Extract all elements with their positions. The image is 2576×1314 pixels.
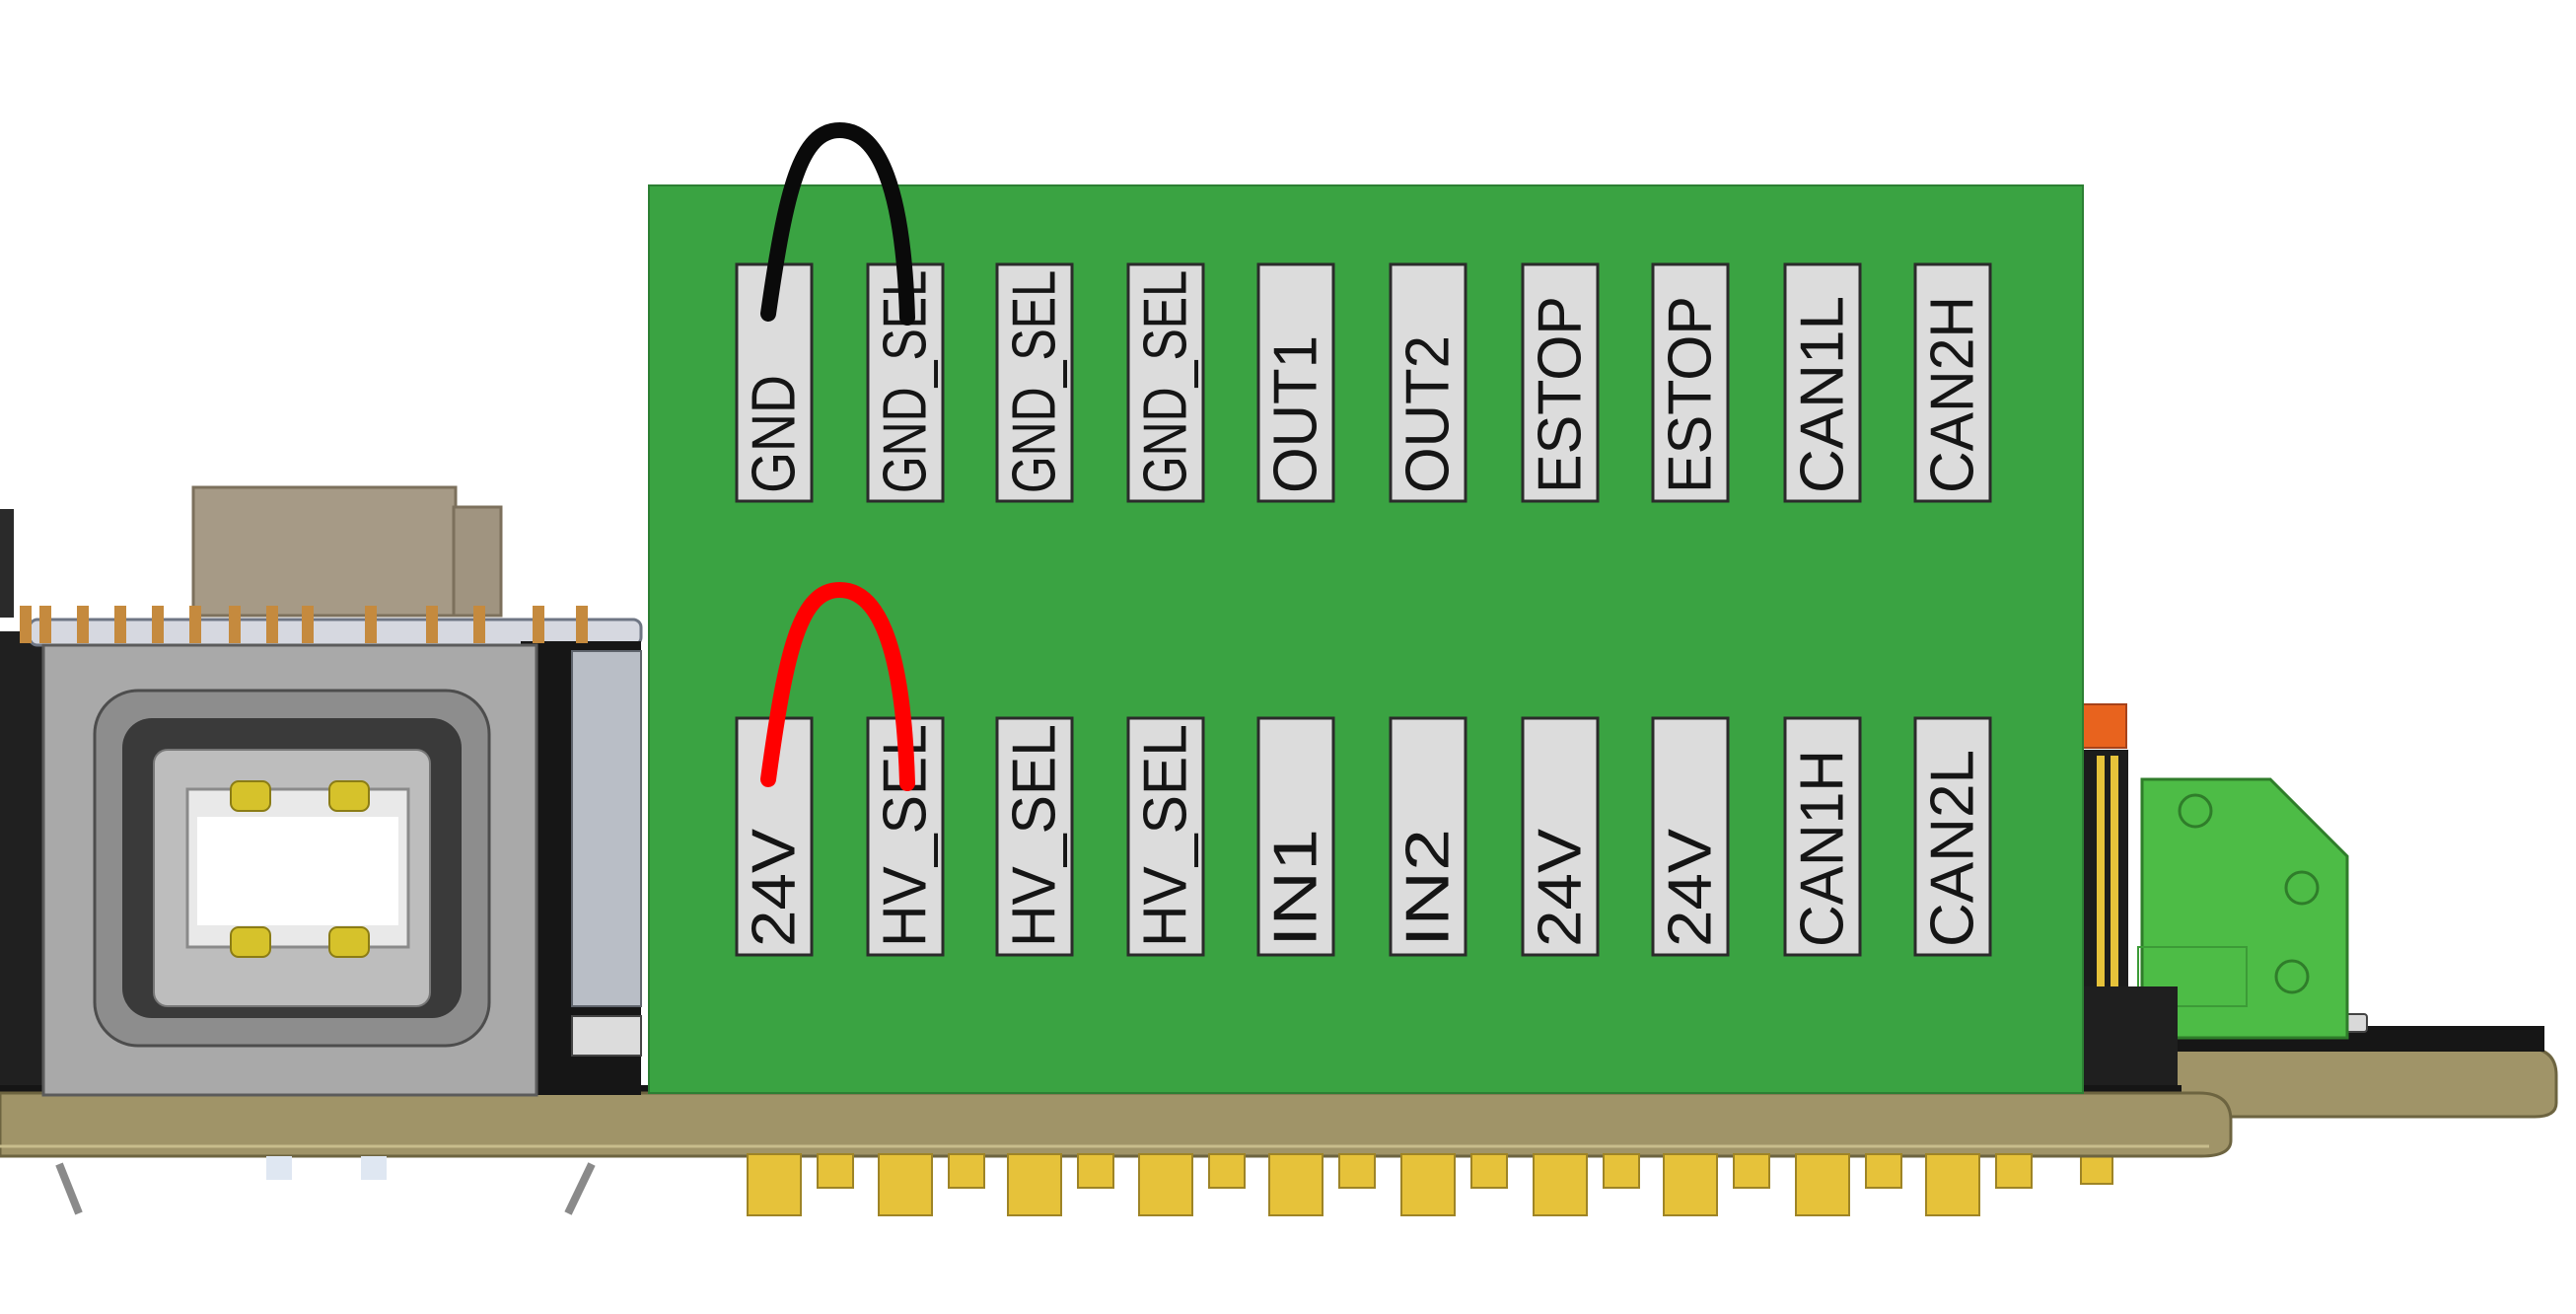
top-pin-label-9: CAN1L	[1789, 296, 1857, 493]
top-pin-label-3: GND_SEL	[1001, 270, 1069, 493]
gold-pin-9	[1795, 1153, 1850, 1216]
rear-gold-pin-3	[1077, 1153, 1114, 1189]
rear-gold-pin-7	[1603, 1153, 1640, 1189]
top-pin-label-5: OUT1	[1262, 335, 1330, 493]
rear-gold-pin-6	[1470, 1153, 1508, 1189]
bottom-pin-label-3: HV_SEL	[1001, 724, 1069, 947]
top-pin-label-10: CAN2H	[1919, 296, 1987, 493]
top-pin-label-4: GND_SEL	[1132, 270, 1200, 493]
usb-b-connector-icon	[41, 643, 596, 1215]
bottom-pin-label-9: CAN1H	[1789, 750, 1857, 947]
gold-pin-5	[1268, 1153, 1324, 1216]
bottom-pin-box-9	[1783, 716, 1862, 957]
gold-pins	[747, 1153, 2033, 1216]
top-pin-label-1: GND	[741, 375, 809, 493]
bottom-pin-label-5: IN1	[1262, 829, 1330, 947]
gold-pin-1	[747, 1153, 802, 1216]
bottom-pin-box-8	[1651, 716, 1730, 957]
top-pin-box-8	[1651, 262, 1730, 503]
rear-gold-pin-10	[1995, 1153, 2033, 1189]
hv-jumper	[760, 581, 915, 791]
gnd-jumper	[760, 121, 915, 326]
top-pin-label-7: ESTOP	[1527, 296, 1595, 493]
rear-gold-pin-5	[1338, 1153, 1376, 1189]
top-pin-box-10	[1913, 262, 1992, 503]
rear-gold-pin-2	[948, 1153, 985, 1189]
gold-pin-6	[1400, 1153, 1456, 1216]
gold-pin-8	[1663, 1153, 1718, 1216]
bottom-pin-box-7	[1521, 716, 1600, 957]
top-pin-box-3	[995, 262, 1074, 503]
gold-pin-4	[1138, 1153, 1193, 1216]
gold-pin-3	[1007, 1153, 1062, 1216]
bottom-pin-box-3	[995, 716, 1074, 957]
terminal-block-icon	[648, 184, 2084, 1094]
jumper-wires	[760, 121, 915, 791]
green-connector-icon	[2137, 777, 2349, 1040]
top-pin-box-4	[1126, 262, 1205, 503]
left-solder-pins	[20, 606, 588, 643]
top-pin-box-7	[1521, 262, 1600, 503]
top-pin-box-5	[1256, 262, 1335, 503]
top-pin-box-9	[1783, 262, 1862, 503]
rear-gold-pin-4	[1208, 1153, 1246, 1189]
rear-gold-pin-1	[817, 1153, 854, 1189]
top-pin-label-6: OUT2	[1395, 335, 1463, 493]
top-pin-box-6	[1389, 262, 1467, 503]
bottom-pin-label-7: 24V	[1527, 828, 1595, 947]
bottom-pin-label-1: 24V	[741, 828, 809, 947]
bottom-pin-label-10: CAN2L	[1919, 750, 1987, 947]
gold-pin-7	[1533, 1153, 1588, 1216]
bottom-pin-label-8: 24V	[1657, 828, 1725, 947]
top-pin-label-8: ESTOP	[1657, 296, 1725, 493]
bottom-pin-label-4: HV_SEL	[1132, 724, 1200, 947]
gold-pin-2	[878, 1153, 933, 1216]
bottom-pin-label-6: IN2	[1395, 829, 1463, 947]
rear-gold-pin-9	[1865, 1153, 1902, 1189]
bottom-pin-box-5	[1256, 716, 1335, 957]
gold-pin-10	[1925, 1153, 1980, 1216]
bottom-pin-box-4	[1126, 716, 1205, 957]
bottom-pin-box-10	[1913, 716, 1992, 957]
bottom-pin-box-6	[1389, 716, 1467, 957]
rear-gold-pin-8	[1733, 1153, 1770, 1189]
